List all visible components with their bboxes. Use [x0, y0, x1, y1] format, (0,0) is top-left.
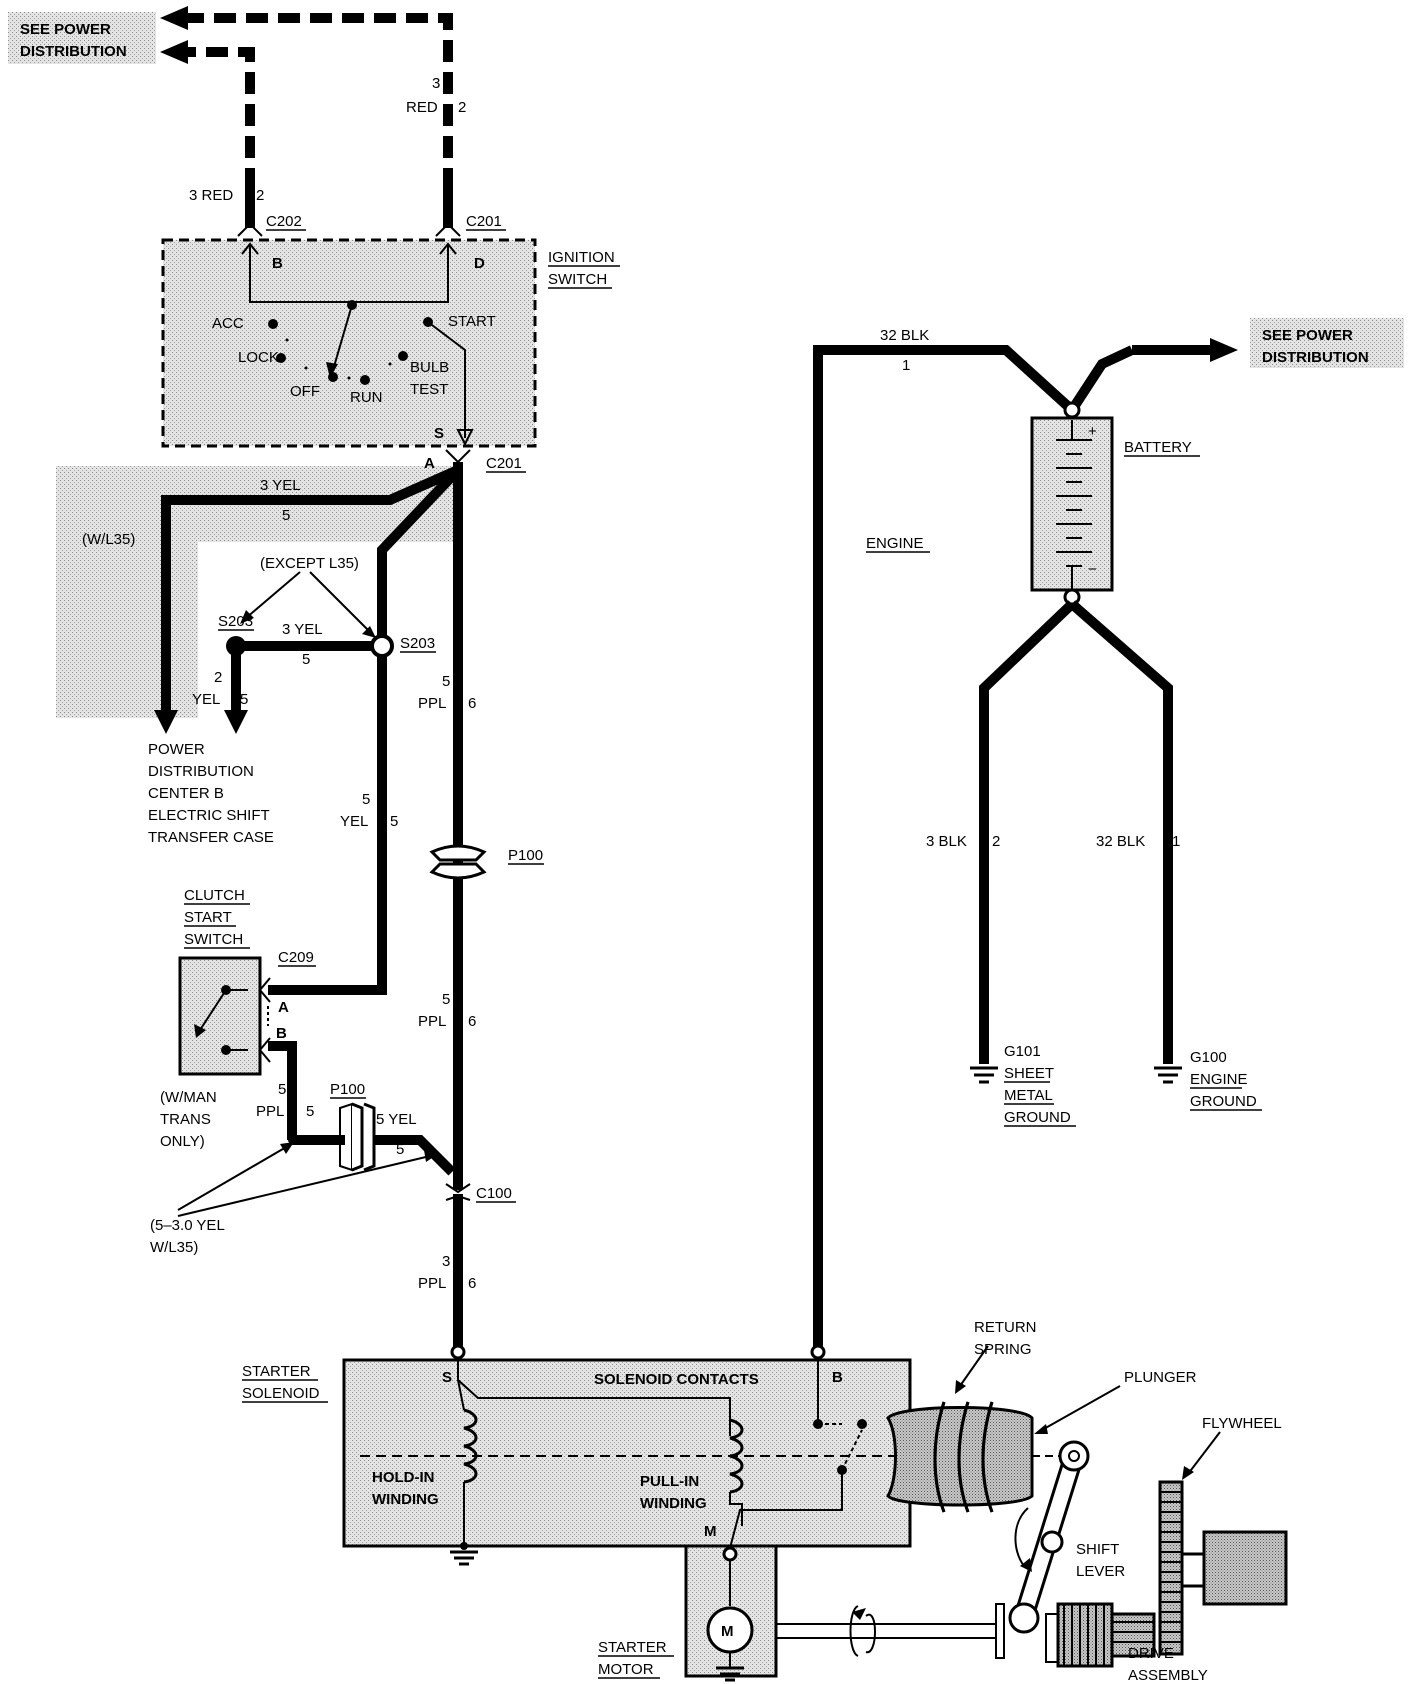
wire-ppl-small-number: 5	[278, 1081, 286, 1098]
terminal-a: A	[424, 455, 435, 472]
motor-symbol: M	[721, 1623, 734, 1640]
wire-blk-right-circuit: 1	[1172, 833, 1180, 850]
engine-label: ENGINE	[866, 535, 924, 552]
wire-blk-top-circuit: 1	[902, 357, 910, 374]
connector-c100: C100	[476, 1185, 512, 1202]
solenoid-contacts-label: SOLENOID CONTACTS	[594, 1371, 759, 1388]
connector-c201-bottom: C201	[486, 455, 522, 472]
wire-red-right-circuit: 2	[458, 99, 466, 116]
wire-ppl1-color: PPL	[418, 695, 446, 712]
power-top-label-bg	[8, 12, 156, 64]
wire-blk-left-circuit: 2	[992, 833, 1000, 850]
wire-red-right-number: 3	[432, 75, 440, 92]
wire-yel-down-number: 2	[214, 669, 222, 686]
wire-ppl2-circuit: 6	[468, 1013, 476, 1030]
svg-text:−: −	[1088, 561, 1097, 578]
wire-ppl2-color: PPL	[418, 1013, 446, 1030]
wire-red-right-color: RED	[406, 99, 438, 116]
wire-yel-down-circuit: 5	[240, 691, 248, 708]
clutch-switch-body	[178, 956, 262, 1076]
wire-yel-top-circuit: 5	[282, 507, 290, 524]
svg-text:+: +	[1088, 423, 1097, 440]
wire-yel-vertical-circuit: 5	[390, 813, 398, 830]
connector-c209: C209	[278, 949, 314, 966]
connector-c202: C202	[266, 213, 302, 230]
wire-yel-small-label: 5 YEL	[376, 1111, 417, 1128]
note-except-l35: (EXCEPT L35)	[260, 555, 359, 572]
connector-c201-top: C201	[466, 213, 502, 230]
wire-yel-vertical-number: 5	[362, 791, 370, 808]
terminal-b: B	[272, 255, 283, 272]
plunger-label: PLUNGER	[1124, 1369, 1197, 1386]
wire-yel-top-label: 3 YEL	[260, 477, 301, 494]
solenoid-terminal-b: B	[832, 1369, 843, 1386]
wire-yel-vertical-color: YEL	[340, 813, 368, 830]
connector-p100-main: P100	[508, 847, 543, 864]
wire-ppl-small-circuit: 5	[306, 1103, 314, 1120]
wire-yel-small-circuit: 5	[396, 1141, 404, 1158]
wire-ppl1-number: 5	[442, 673, 450, 690]
wire-ppl2-number: 5	[442, 991, 450, 1008]
wire-ppl3-circuit: 6	[468, 1275, 476, 1292]
wire-yel-mid-label: 3 YEL	[282, 621, 323, 638]
wire-yel-down-color: YEL	[192, 691, 220, 708]
ignition-switch-body	[161, 238, 537, 448]
wire-ppl-small-color: PPL	[256, 1103, 284, 1120]
connector-p100-small: P100	[330, 1081, 365, 1098]
wire-ppl3-color: PPL	[418, 1275, 446, 1292]
wire-yel-mid-circuit: 5	[302, 651, 310, 668]
wire-ppl3-number: 3	[442, 1253, 450, 1270]
power-right-label-bg	[1250, 318, 1404, 368]
splice-s203-left: S203	[218, 613, 253, 630]
wire-blk-top-label: 32 BLK	[880, 327, 929, 344]
splice-s203-right: S203	[400, 635, 435, 652]
position-run: RUN	[350, 389, 383, 406]
terminal-s: S	[434, 425, 444, 442]
solenoid-terminal-m: M	[704, 1523, 717, 1540]
battery-label: BATTERY	[1124, 439, 1192, 456]
position-acc: ACC	[212, 315, 244, 332]
wire-blk-left-label: 3 BLK	[926, 833, 967, 850]
position-start: START	[448, 313, 496, 330]
w-l35-shaded-area	[56, 466, 460, 718]
position-lock: LOCK	[238, 349, 279, 366]
battery-body	[1030, 416, 1114, 592]
terminal-d: D	[474, 255, 485, 272]
wire-red-left-circuit: 2	[256, 187, 264, 204]
flywheel-label: FLYWHEEL	[1202, 1415, 1282, 1432]
wire-red-left-label: 3 RED	[189, 187, 233, 204]
clutch-terminal-a: A	[278, 999, 289, 1016]
wire-blk-right-label: 32 BLK	[1096, 833, 1145, 850]
wire-ppl1-circuit: 6	[468, 695, 476, 712]
clutch-terminal-b: B	[276, 1025, 287, 1042]
note-w-l35: (W/L35)	[82, 531, 135, 548]
solenoid-terminal-s: S	[442, 1369, 452, 1386]
position-off: OFF	[290, 383, 320, 400]
